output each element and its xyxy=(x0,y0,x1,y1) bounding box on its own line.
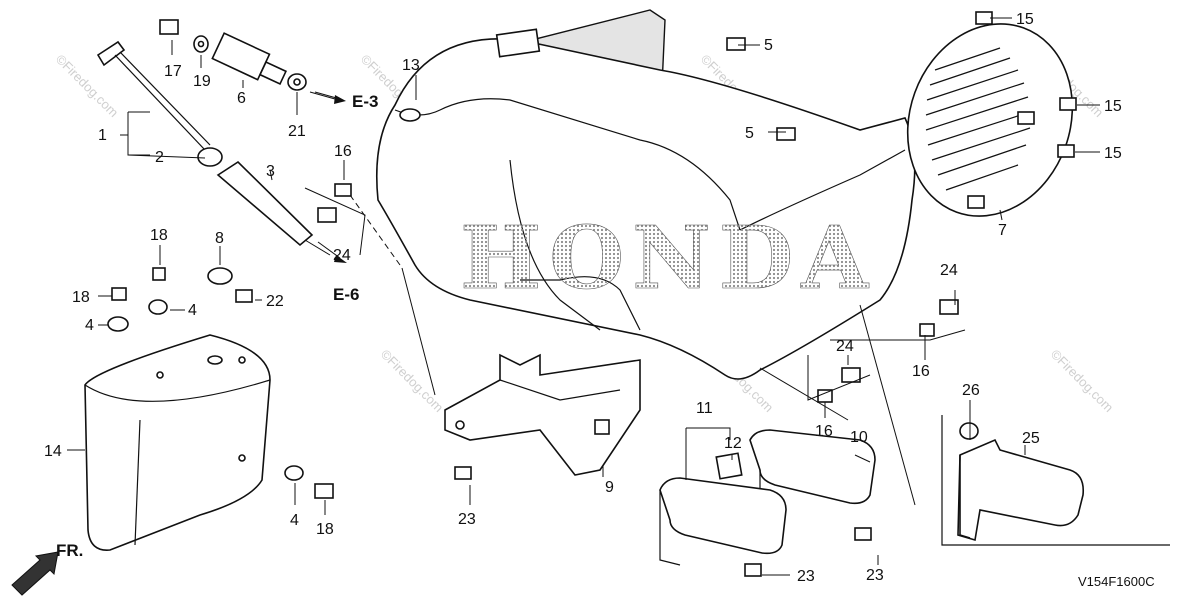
watermark-text: ©Firedog.com xyxy=(53,52,121,120)
fuel-tank-part xyxy=(84,334,271,551)
callout-8: 8 xyxy=(215,230,224,247)
callout-18: 18 xyxy=(316,521,334,538)
callout-23: 23 xyxy=(866,567,884,584)
callout-18: 18 xyxy=(150,227,168,244)
callout-18: 18 xyxy=(72,289,90,306)
callout-19: 19 xyxy=(193,73,211,90)
callout-24: 24 xyxy=(333,247,351,264)
pad-25-part xyxy=(941,415,1170,546)
callout-24: 24 xyxy=(940,262,958,279)
filler-parts xyxy=(96,19,314,247)
bracket-part xyxy=(444,353,641,476)
callout-13: 13 xyxy=(402,57,420,74)
fasteners xyxy=(107,11,1077,577)
callout-16: 16 xyxy=(815,423,833,440)
callout-24: 24 xyxy=(836,338,854,355)
watermark-text: ©Firedog.com xyxy=(378,347,446,415)
callout-15: 15 xyxy=(1104,145,1122,162)
main-cover-part xyxy=(349,9,916,396)
callout-12: 12 xyxy=(724,435,742,452)
callout-15: 15 xyxy=(1104,98,1122,115)
callout-15: 15 xyxy=(1016,11,1034,28)
callout-17: 17 xyxy=(164,63,182,80)
callout-14: 14 xyxy=(44,443,62,460)
reference-e6: E-6 xyxy=(333,285,359,304)
callout-22: 22 xyxy=(266,293,284,310)
callout-5: 5 xyxy=(745,125,754,142)
diagram-code: V154F1600C xyxy=(1078,574,1155,589)
callout-26: 26 xyxy=(962,382,980,399)
grille-cover-part xyxy=(906,23,1074,217)
callout-4: 4 xyxy=(85,317,94,334)
callout-2: 2 xyxy=(155,149,164,166)
callout-1: 1 xyxy=(98,127,107,144)
callout-11: 11 xyxy=(696,400,713,417)
callout-4: 4 xyxy=(290,512,299,529)
reference-arrows xyxy=(309,91,347,263)
leader-lines xyxy=(67,17,1100,576)
reference-e3: E-3 xyxy=(352,92,378,111)
front-direction-arrow: FR. xyxy=(11,541,83,596)
callout-23: 23 xyxy=(458,511,476,528)
callout-25: 25 xyxy=(1022,430,1040,447)
front-marker-label: FR. xyxy=(56,541,83,560)
callout-7: 7 xyxy=(998,222,1007,239)
callout-10: 10 xyxy=(850,429,868,446)
callout-4: 4 xyxy=(188,302,197,319)
callout-16: 16 xyxy=(912,363,930,380)
watermark-text: ©Firedog.com xyxy=(1048,347,1116,415)
callout-5: 5 xyxy=(764,37,773,54)
callout-16: 16 xyxy=(334,143,352,160)
callout-23: 23 xyxy=(797,568,815,585)
pad-part xyxy=(659,429,876,566)
callout-3: 3 xyxy=(266,163,275,180)
callout-labels: 1 2 3 4 4 4 5 5 6 7 8 9 10 11 12 13 14 1… xyxy=(44,11,1122,585)
honda-brand-text: HONDA xyxy=(460,208,876,309)
callout-21: 21 xyxy=(288,123,306,140)
callout-6: 6 xyxy=(237,90,246,107)
callout-9: 9 xyxy=(605,479,614,496)
